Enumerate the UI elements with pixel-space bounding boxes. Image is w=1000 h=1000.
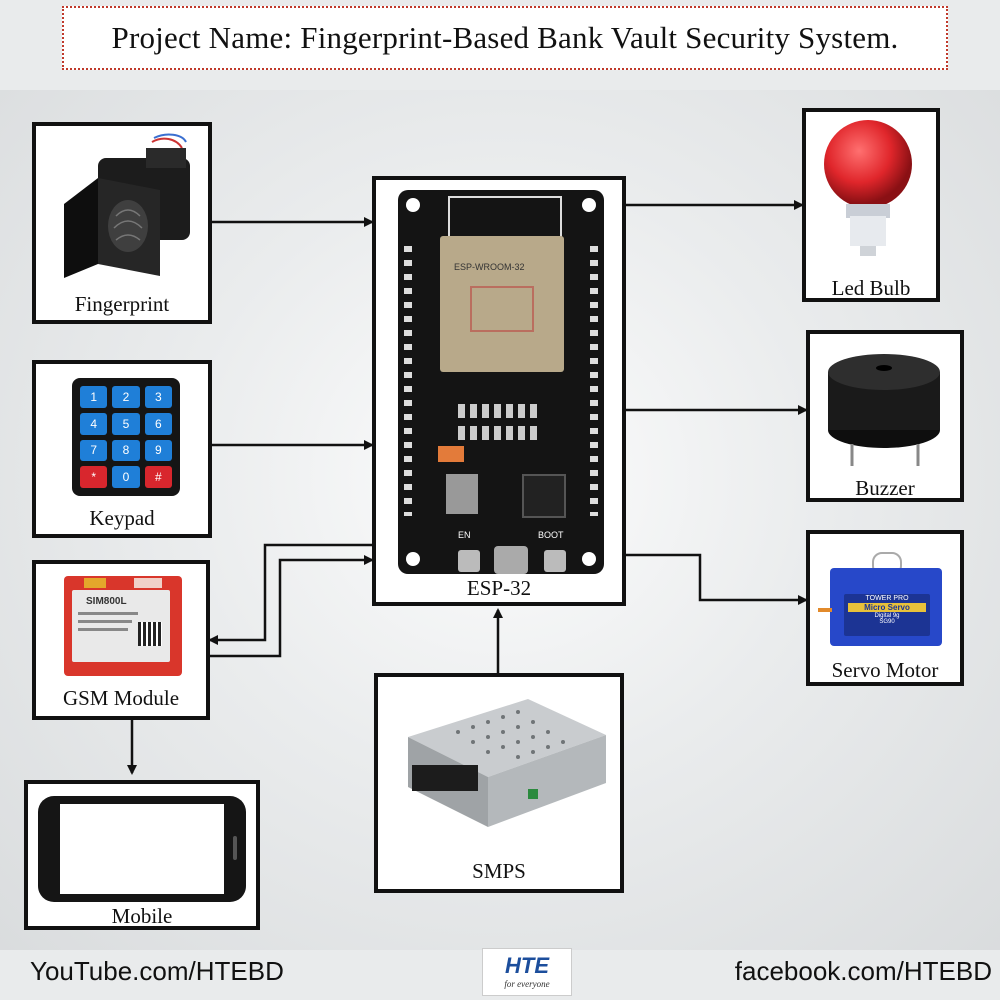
esp32-label: ESP-32	[466, 576, 532, 600]
wire-esp-servo	[626, 553, 808, 605]
wire-esp-gsm-1	[208, 543, 372, 645]
keypad-key: 8	[112, 439, 140, 462]
hte-logo: HTE for everyone	[482, 948, 572, 996]
keypad-key: 2	[112, 386, 140, 408]
gsm-board-icon: SIM800L	[64, 576, 182, 676]
en-button-label: EN	[458, 530, 471, 540]
mobile-phone-icon	[38, 796, 246, 902]
led-bulb-label: Led Bulb	[831, 276, 911, 300]
facebook-link[interactable]: facebook.com/HTEBD	[734, 956, 992, 986]
led-bulb-box: Led Bulb	[802, 108, 940, 302]
fingerprint-box: Fingerprint	[32, 122, 212, 324]
keypad-key: 5	[112, 412, 140, 435]
esp32-board-icon: ESP-WROOM-32 EN BOOT	[398, 190, 604, 574]
smps-power-supply-icon	[408, 699, 606, 827]
keypad-icon: 1 2 3 4 5 6 7 8 9 * 0 #	[72, 378, 180, 496]
servo-sub: Digital 9g	[874, 613, 900, 619]
buzzer-icon	[828, 354, 940, 466]
keypad-key: 3	[144, 386, 172, 408]
keypad-key: 1	[80, 386, 108, 408]
servo-brand: TOWER PRO	[865, 595, 909, 602]
keypad-box: 1 2 3 4 5 6 7 8 9 * 0 # Keypad	[32, 360, 212, 538]
hte-logo-text: HTE	[505, 953, 549, 978]
gsm-chip-label: SIM800L	[86, 596, 127, 607]
buzzer-box: Buzzer	[806, 330, 964, 502]
servo-code: SG90	[879, 619, 895, 625]
servo-model: Micro Servo	[848, 603, 926, 612]
boot-button-label: BOOT	[538, 530, 564, 540]
led-bulb-icon	[824, 120, 912, 256]
esp32-box: ESP-WROOM-32 EN BOOT ESP-32	[372, 176, 626, 606]
fingerprint-label: Fingerprint	[74, 292, 170, 316]
keypad-key: *	[80, 466, 108, 488]
keypad-key: 7	[80, 439, 108, 462]
smps-box: SMPS	[374, 673, 624, 893]
keypad-key: 0	[112, 466, 140, 488]
youtube-link[interactable]: YouTube.com/HTEBD	[30, 956, 284, 986]
keypad-key: 6	[144, 412, 172, 435]
keypad-key: 4	[80, 412, 108, 435]
wire-gsm-esp-2	[210, 555, 374, 658]
servo-motor-icon: TOWER PRO Micro Servo Digital 9g SG90	[818, 552, 948, 648]
gsm-module-box: SIM800L GSM Module	[32, 560, 210, 720]
fingerprint-sensor-icon	[64, 133, 190, 278]
smps-label: SMPS	[472, 859, 526, 883]
title-box: Project Name: Fingerprint-Based Bank Vau…	[62, 6, 948, 70]
gsm-module-label: GSM Module	[62, 686, 180, 710]
esp32-module-label: ESP-WROOM-32	[454, 262, 525, 272]
servo-motor-box: TOWER PRO Micro Servo Digital 9g SG90 Se…	[806, 530, 964, 686]
mobile-label: Mobile	[111, 904, 173, 928]
hte-logo-tagline: for everyone	[504, 979, 550, 989]
mobile-box: Mobile	[24, 780, 260, 930]
keypad-key: 9	[144, 439, 172, 462]
keypad-label: Keypad	[89, 506, 155, 530]
buzzer-label: Buzzer	[855, 476, 915, 500]
keypad-key: #	[144, 466, 172, 488]
project-title: Project Name: Fingerprint-Based Bank Vau…	[111, 20, 899, 55]
servo-motor-label: Servo Motor	[831, 658, 939, 682]
